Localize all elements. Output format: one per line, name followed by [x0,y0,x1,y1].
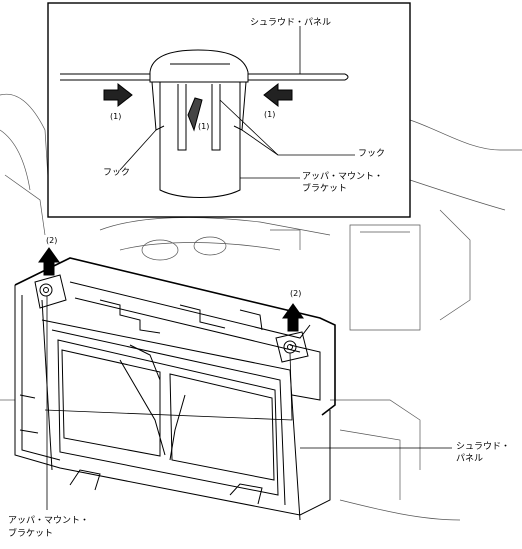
main-shroud-label-line1: シュラウド・ [456,442,511,452]
inset-callout-1-left: (1) [110,112,122,121]
main-bracket-label-line2: ブラケット [8,529,54,539]
inset-hook-label-left: フック [103,168,131,178]
detail-inset [47,2,411,218]
lift-arrow-left [38,247,60,276]
left-bracket-bolt [34,274,67,309]
main-shroud-label-line2: パネル [456,454,484,464]
press-arrow-right [263,82,293,108]
main-callout-2-right: (2) [290,289,302,298]
shroud-panel-drawing [14,257,336,521]
lift-arrow-right [282,303,304,332]
inset-bracket-label-line1: アッパ・マウント・ [302,172,384,182]
inset-hook-label-right: フック [358,149,386,159]
inset-shroud-panel-label: シュラウド・パネル [250,18,332,28]
inset-bracket-label-line2: ブラケット [302,184,348,194]
inset-callout-1-right: (1) [264,110,276,119]
inset-callout-1-center: (1) [198,122,210,131]
main-bracket-label-line1: アッパ・マウント・ [8,516,90,526]
main-leader-lines [44,296,452,510]
main-callout-2-left: (2) [46,236,58,245]
press-arrow-left [103,82,133,108]
